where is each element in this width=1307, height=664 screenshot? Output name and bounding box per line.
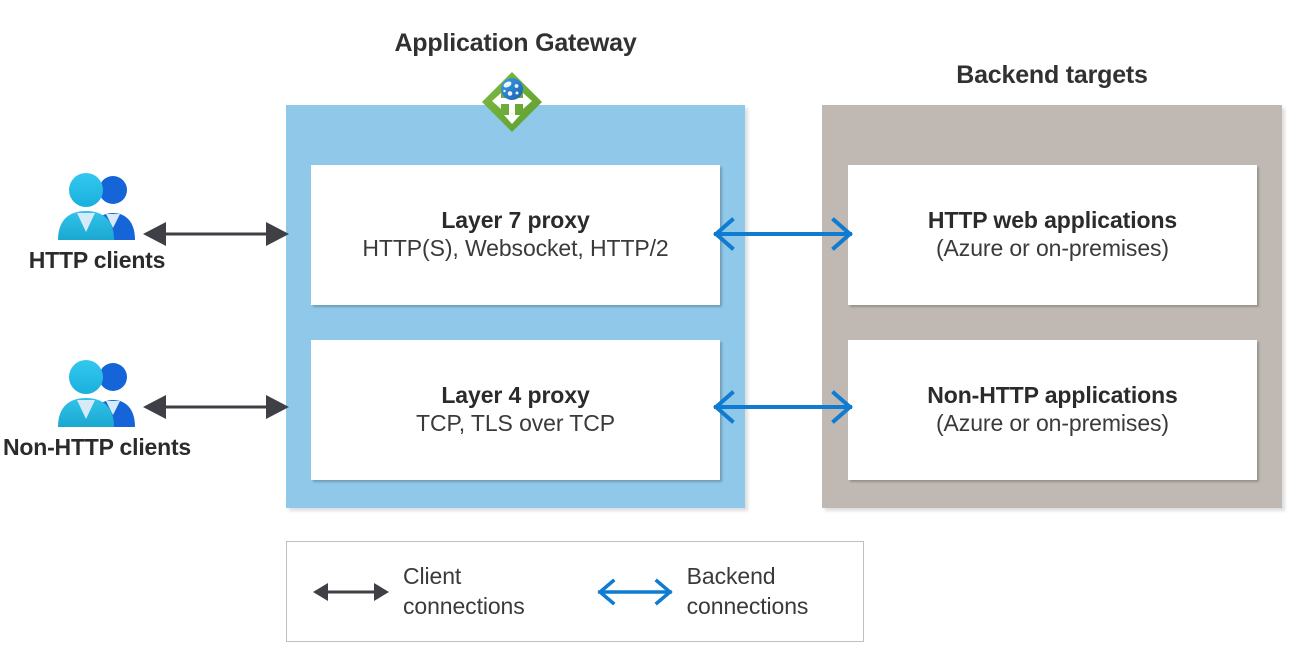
layer-7-proxy-title: Layer 7 proxy (441, 206, 590, 233)
non-http-clients-group: Non-HTTP clients (2, 355, 192, 461)
layer-4-proxy-title: Layer 4 proxy (441, 381, 590, 408)
http-web-applications-title: HTTP web applications (927, 206, 1178, 233)
non-http-applications-subtitle: (Azure or on-premises) (936, 410, 1169, 437)
backend-connection-arrow-non-http (713, 390, 853, 424)
non-http-clients-label: Non-HTTP clients (2, 434, 192, 460)
backend-connection-legend-icon (596, 578, 673, 605)
layer-4-proxy-card: Layer 4 proxy TCP, TLS over TCP (311, 340, 720, 480)
client-connection-arrow-non-http (143, 395, 289, 419)
http-clients-group: HTTP clients (2, 168, 192, 274)
application-gateway-icon (482, 72, 542, 132)
gateway-title: Application Gateway (394, 29, 637, 57)
legend-item-backend-connections: Backend connections (596, 542, 809, 641)
non-http-applications-title: Non-HTTP applications (927, 381, 1178, 408)
backend-connection-arrow-http (713, 217, 853, 251)
http-clients-label: HTTP clients (28, 247, 166, 273)
http-web-applications-card: HTTP web applications (Azure or on-premi… (848, 165, 1257, 305)
legend: Client connections Backend connections (286, 541, 864, 642)
legend-item-client-connections: Client connections (313, 542, 525, 641)
legend-label-backend-connections: Backend connections (686, 563, 809, 619)
users-icon (58, 173, 135, 240)
layer-4-proxy-subtitle: TCP, TLS over TCP (416, 410, 615, 437)
client-connection-arrow-http (143, 222, 289, 246)
users-icon (58, 360, 135, 427)
layer-7-proxy-subtitle: HTTP(S), Websocket, HTTP/2 (362, 235, 669, 262)
legend-label-client-connections: Client connections (403, 563, 525, 619)
http-web-applications-subtitle: (Azure or on-premises) (936, 235, 1169, 262)
client-connection-legend-icon (313, 582, 389, 601)
backend-targets-title: Backend targets (956, 61, 1148, 89)
layer-7-proxy-card: Layer 7 proxy HTTP(S), Websocket, HTTP/2 (311, 165, 720, 305)
non-http-applications-card: Non-HTTP applications (Azure or on-premi… (848, 340, 1257, 480)
